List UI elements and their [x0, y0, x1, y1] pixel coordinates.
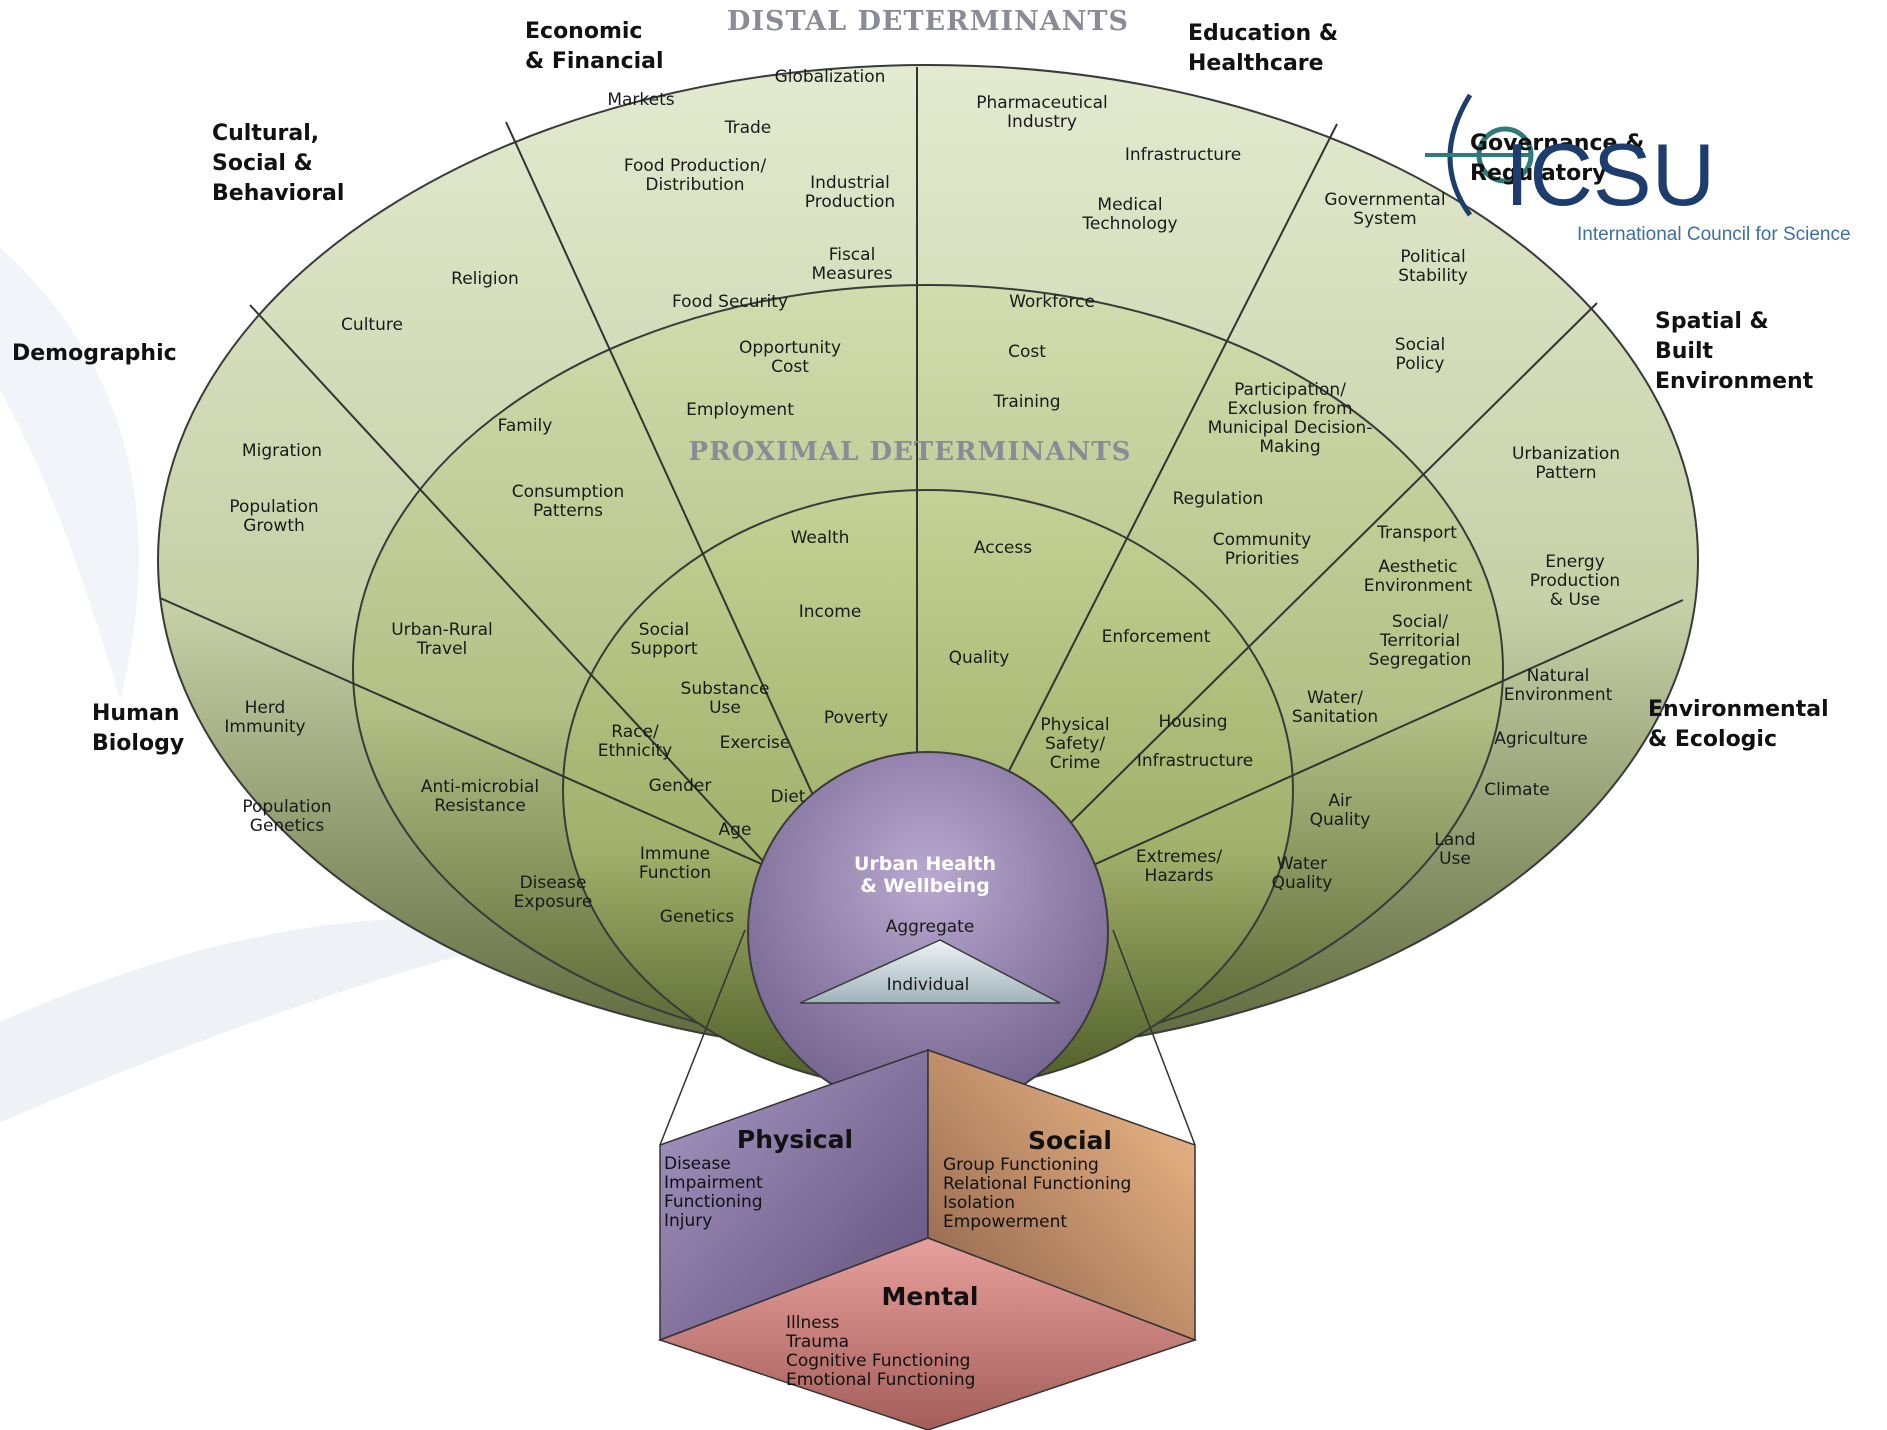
factor-label-genetics: Genetics: [660, 907, 735, 927]
aggregate-label: Aggregate: [886, 917, 975, 937]
factor-label-water-sanitation: Water/Sanitation: [1292, 688, 1378, 727]
factor-label-employment: Employment: [686, 400, 794, 420]
factor-label-trade: Trade: [724, 118, 772, 138]
factor-label-gender: Gender: [649, 776, 712, 796]
connector-line: [1112, 929, 1196, 1146]
section-label-governance: Governance &Regulatory: [1470, 131, 1644, 186]
factor-label-workforce: Workforce: [1009, 292, 1095, 312]
mental-title: Mental: [881, 1282, 978, 1311]
background-swoosh: [0, 918, 560, 1123]
section-label-cultural: Cultural,Social &Behavioral: [212, 121, 344, 206]
factor-label-transport: Transport: [1376, 523, 1457, 543]
section-label-demographic: Demographic: [12, 341, 177, 366]
factor-label-enforcement: Enforcement: [1102, 627, 1211, 647]
individual-label: Individual: [887, 975, 970, 995]
icsu-logo: [1425, 93, 1534, 217]
factor-label-regulation: Regulation: [1173, 489, 1264, 509]
section-label-economic: Economic& Financial: [525, 19, 664, 74]
factor-label-globalization: Globalization: [775, 67, 886, 87]
logo-ring-icon: [1476, 126, 1534, 184]
factor-label-climate: Climate: [1484, 780, 1549, 800]
factor-label-poverty: Poverty: [824, 708, 888, 728]
logo-arc-icon: [1447, 93, 1473, 217]
factor-label-infrastructure: Infrastructure: [1125, 145, 1241, 165]
factor-label-family: Family: [498, 416, 553, 436]
factor-label-housing: Housing: [1158, 712, 1227, 732]
urban-health-title: Urban Health& Wellbeing: [854, 853, 996, 897]
factor-label-wealth: Wealth: [791, 528, 850, 548]
factor-label-culture: Culture: [341, 315, 403, 335]
factor-label-food-security: Food Security: [672, 292, 788, 312]
factor-label-race-ethnicity: Race/Ethnicity: [598, 722, 672, 761]
icsu-logo-text: ICSU: [1505, 125, 1715, 224]
factor-label-migration: Migration: [242, 441, 322, 461]
factor-label-age: Age: [719, 820, 752, 840]
factor-label-food-production-distribution: Food Production/Distribution: [624, 156, 767, 195]
factor-label-extremes-hazards: Extremes/Hazards: [1136, 847, 1222, 886]
individual-triangle: [799, 939, 1061, 1004]
section-label-environmental: Environmental& Ecologic: [1648, 697, 1829, 752]
factor-label-exercise: Exercise: [720, 733, 791, 753]
factor-label-access: Access: [974, 538, 1032, 558]
connector-line: [659, 929, 746, 1146]
distal-determinants-title: DISTAL DETERMINANTS: [727, 6, 1129, 37]
proximal-determinants-title: PROXIMAL DETERMINANTS: [689, 437, 1132, 467]
factor-label-agriculture: Agriculture: [1494, 729, 1588, 749]
mental-face: [657, 1237, 1198, 1430]
social-title: Social: [1028, 1126, 1112, 1155]
factor-label-training: Training: [992, 392, 1060, 412]
physical-title: Physical: [737, 1125, 853, 1154]
sector-dividers: [159, 67, 1684, 886]
factor-label-markets: Markets: [607, 90, 674, 110]
factor-label-diet: Diet: [771, 787, 806, 807]
factor-label-cost: Cost: [1008, 342, 1046, 362]
background-swoosh: [0, 247, 139, 700]
factor-label-quality: Quality: [949, 648, 1010, 668]
factor-label-religion: Religion: [451, 269, 519, 289]
factor-label-infrastructure: Infrastructure: [1137, 751, 1253, 771]
factor-label-income: Income: [799, 602, 862, 622]
section-label-education: Education &Healthcare: [1188, 21, 1338, 76]
icsu-logo-subtitle: International Council for Science: [1577, 224, 1851, 245]
